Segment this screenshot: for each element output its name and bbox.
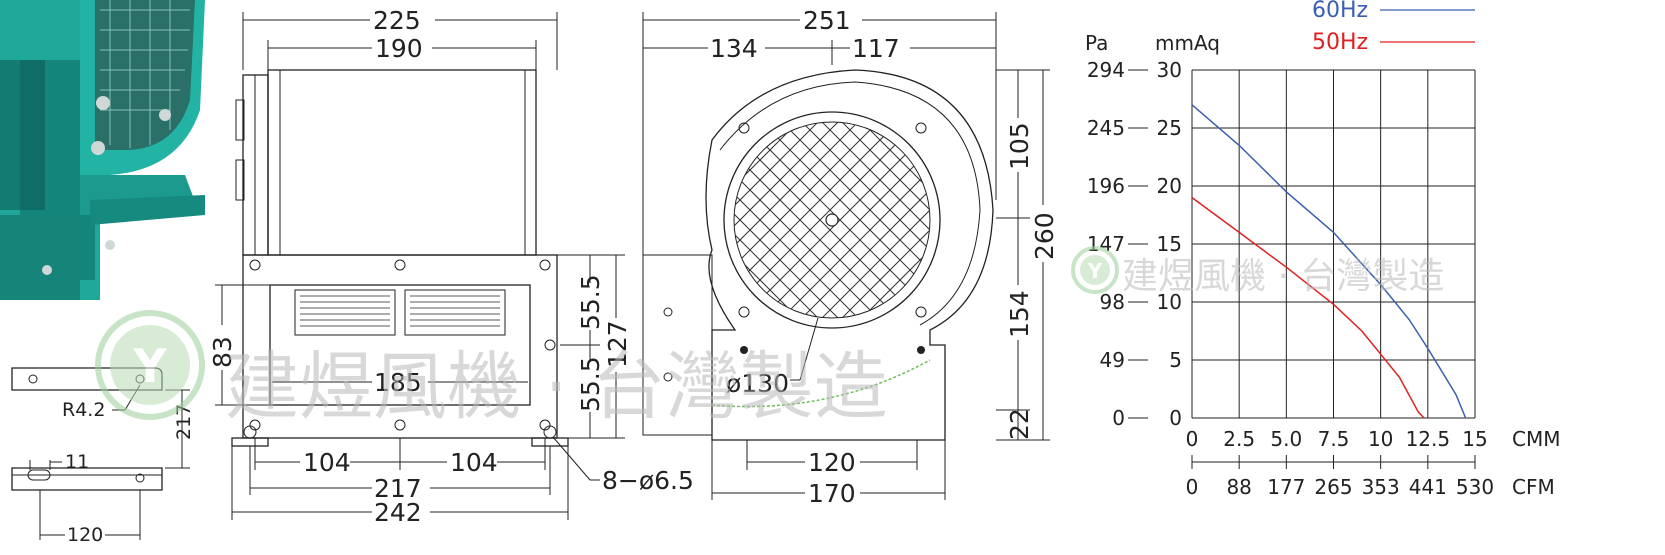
legend-label-50hz: 50Hz	[1312, 30, 1368, 55]
product-photo	[0, 0, 205, 300]
axis-unit-cfm: CFM	[1512, 475, 1555, 499]
dim-holes-label: 8−ø6.5	[602, 466, 694, 495]
chart-series	[1191, 104, 1467, 419]
mmaq-tick-label: 20	[1157, 174, 1182, 198]
chart-legend: 60Hz 50Hz	[1312, 0, 1475, 55]
mmaq-tick-label: 10	[1157, 290, 1182, 314]
dim-104-left-label: 104	[303, 448, 351, 477]
axis-label-pa: Pa	[1085, 31, 1108, 55]
series-line-50hz	[1191, 196, 1425, 419]
dim-55-5-upper-label: 55.5	[576, 274, 605, 330]
dim-242-label: 242	[374, 498, 422, 527]
side-view: 225 190	[208, 6, 694, 527]
bracket-span-label: 120	[67, 524, 103, 546]
cmm-tick-label: 7.5	[1318, 427, 1350, 451]
dim-185-label: 185	[374, 368, 422, 397]
dim-260-label: 260	[1030, 212, 1059, 260]
mounting-bracket-detail: 217 R4.2 11 120	[11, 367, 195, 546]
watermark-logo-small: Y	[1071, 246, 1119, 294]
series-line-60hz	[1191, 104, 1467, 419]
dim-120-label: 120	[808, 448, 856, 477]
front-view: 251 134 117	[642, 6, 1059, 508]
watermark-logo-small-letter: Y	[1087, 259, 1103, 283]
pa-tick-label: 98	[1100, 290, 1125, 314]
cmm-tick-label: 15	[1462, 427, 1487, 451]
bracket-height-label: 217	[173, 404, 195, 440]
mmaq-tick-label: 5	[1169, 348, 1182, 372]
pa-tick-label: 196	[1087, 174, 1125, 198]
cmm-tick-label: 5.0	[1270, 427, 1302, 451]
cmm-tick-label: 0	[1186, 427, 1199, 451]
axis-label-mmaq: mmAq	[1155, 31, 1220, 55]
cmm-tick-label: 2.5	[1223, 427, 1255, 451]
cfm-tick-label: 353	[1362, 475, 1400, 499]
pa-tick-label: 49	[1100, 348, 1125, 372]
dim-83-label: 83	[208, 336, 237, 368]
bracket-offset-label: 11	[65, 451, 89, 473]
legend-label-60hz: 60Hz	[1312, 0, 1368, 23]
dim-104-right-label: 104	[450, 448, 498, 477]
dim-55-5-lower-label: 55.5	[576, 356, 605, 412]
dim-134-label: 134	[710, 34, 758, 63]
cfm-tick-labels: 0 88 177 265 353 441 530	[1186, 455, 1494, 499]
cmm-tick-label: 10	[1368, 427, 1393, 451]
dim-154-label: 154	[1005, 290, 1034, 338]
watermark-logo-large: Y	[95, 310, 205, 420]
dim-127-label: 127	[603, 320, 632, 368]
dim-251-label: 251	[803, 6, 851, 35]
dim-117-label: 117	[852, 34, 900, 63]
dim-170-label: 170	[808, 479, 856, 508]
cmm-tick-labels: 0 2.5 5.0 7.5 10 12.5 15	[1186, 427, 1488, 451]
watermark-logo-letter: Y	[132, 339, 167, 393]
pa-tick-label: 0	[1112, 406, 1125, 430]
dim-217-label: 217	[374, 474, 422, 503]
cfm-tick-label: 530	[1456, 475, 1494, 499]
cfm-tick-label: 0	[1186, 475, 1199, 499]
cfm-tick-label: 441	[1409, 475, 1447, 499]
chart-grid	[1191, 69, 1476, 419]
cfm-tick-label: 177	[1267, 475, 1305, 499]
dim-105-label: 105	[1005, 122, 1034, 170]
watermark-text-small: 建煜風機 · 台灣製造	[1122, 256, 1444, 297]
dim-190-label: 190	[375, 34, 423, 63]
mmaq-tick-label: 30	[1157, 58, 1182, 82]
cmm-tick-label: 12.5	[1406, 427, 1451, 451]
pa-tick-label: 294	[1087, 58, 1125, 82]
dim-inlet-diameter-label: ø130	[726, 369, 789, 398]
dim-22-label: 22	[1005, 408, 1034, 440]
mmaq-tick-label: 25	[1157, 116, 1182, 140]
mmaq-tick-label: 15	[1157, 232, 1182, 256]
pa-tick-label: 245	[1087, 116, 1125, 140]
mmaq-tick-labels: 30 25 20 15 10 5 0	[1157, 58, 1182, 430]
mmaq-tick-label: 0	[1169, 406, 1182, 430]
cfm-tick-label: 88	[1226, 475, 1251, 499]
cfm-tick-label: 265	[1314, 475, 1352, 499]
axis-unit-cmm: CMM	[1512, 427, 1560, 451]
dim-225-label: 225	[373, 6, 421, 35]
watermark-text-large: 建煜風機 · 台灣製造	[225, 344, 888, 430]
watermark: Y 建煜風機 · 台灣製造 Y 建煜風機 · 台灣製造	[95, 246, 1444, 430]
bracket-radius-label: R4.2	[62, 399, 105, 421]
